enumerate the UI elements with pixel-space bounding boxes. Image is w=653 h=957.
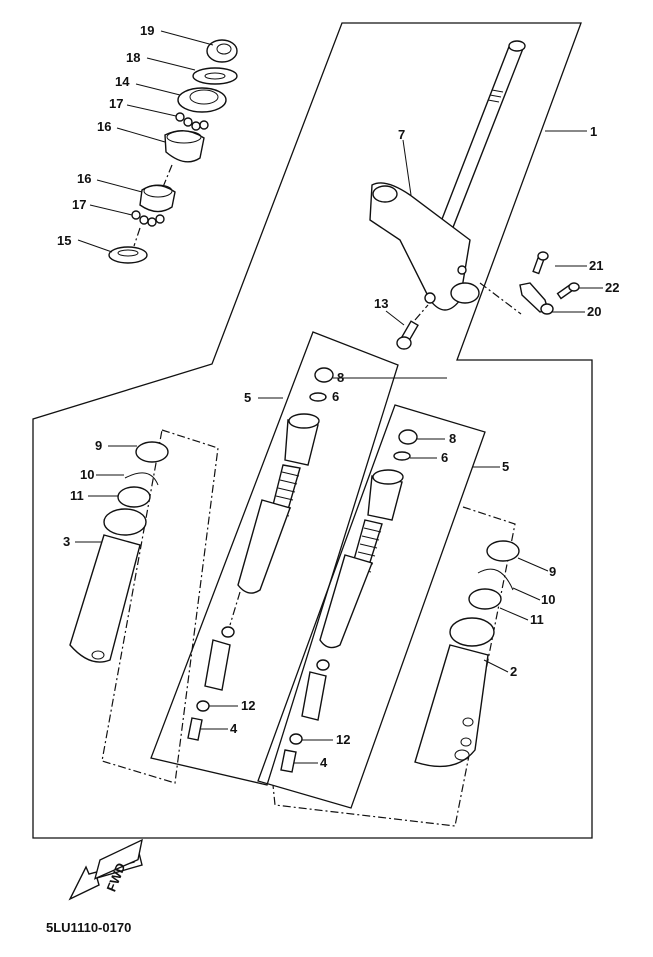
callout-19: 19 (140, 23, 154, 38)
callout-10: 10 (541, 592, 555, 607)
callout-3: 3 (63, 534, 70, 549)
clamp-parts (479, 251, 580, 315)
callout-16: 16 (77, 171, 91, 186)
callout-20: 20 (587, 304, 601, 319)
fork-internals-right (280, 429, 418, 773)
callout-11: 11 (70, 488, 84, 503)
outer-tube-box-left (101, 429, 219, 784)
callout-4: 4 (320, 755, 328, 770)
callout-5: 5 (244, 390, 251, 405)
callout-8: 8 (449, 431, 456, 446)
fwd-arrow-icon: FWD (68, 838, 143, 901)
assembly-outline (32, 22, 593, 839)
callout-17: 17 (109, 96, 123, 111)
callout-7: 7 (398, 127, 405, 142)
callout-9: 9 (95, 438, 102, 453)
fork-box-left (150, 331, 399, 786)
callout-13: 13 (374, 296, 388, 311)
callout-10: 10 (80, 467, 94, 482)
callout-14: 14 (115, 74, 130, 89)
outer-tube-left (69, 441, 169, 663)
callout-21: 21 (589, 258, 603, 273)
fork-box-right (257, 404, 486, 809)
callout-12: 12 (336, 732, 350, 747)
callout-11: 11 (530, 612, 544, 627)
callout-4: 4 (230, 721, 238, 736)
callout-2: 2 (510, 664, 517, 679)
leader-lines (75, 30, 603, 764)
callout-9: 9 (549, 564, 556, 579)
callout-16: 16 (97, 119, 111, 134)
outer-tube-right (414, 540, 520, 768)
callout-18: 18 (126, 50, 140, 65)
fork-internals-left (187, 367, 334, 741)
callout-6: 6 (441, 450, 448, 465)
callout-8: 8 (337, 370, 344, 385)
diagram-code: 5LU1110-0170 (46, 920, 132, 935)
pinch-bolt (396, 304, 429, 350)
steering-bearings (108, 39, 238, 264)
callout-15: 15 (57, 233, 71, 248)
callout-12: 12 (241, 698, 255, 713)
callout-1: 1 (590, 124, 597, 139)
outer-tube-box-right (272, 506, 516, 827)
callout-labels: 19 18 14 17 16 16 17 15 7 1 21 22 20 13 … (57, 23, 619, 770)
callout-22: 22 (605, 280, 619, 295)
callout-17: 17 (72, 197, 86, 212)
callout-5: 5 (502, 459, 509, 474)
callout-6: 6 (332, 389, 339, 404)
steering-stem (369, 40, 526, 311)
